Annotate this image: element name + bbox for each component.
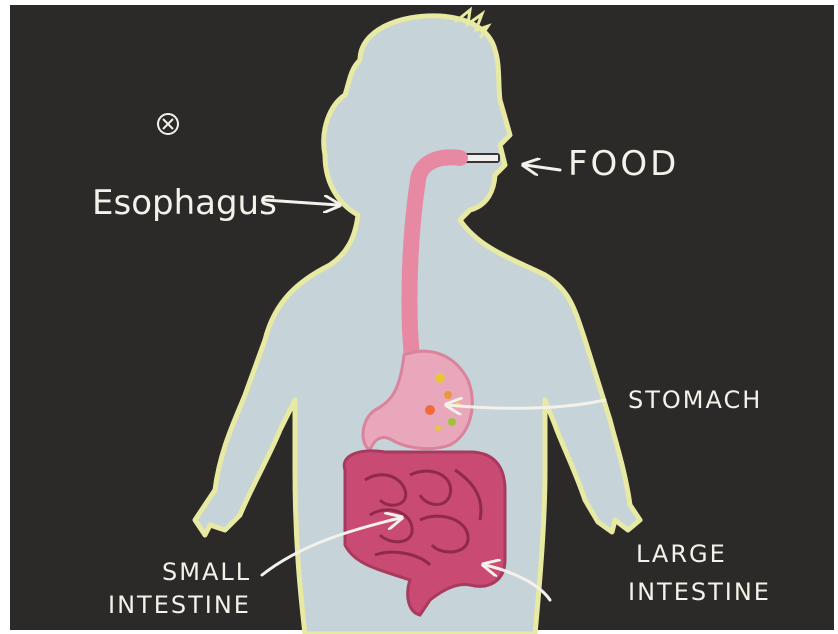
label-small-intestine-line1: SMALL (162, 558, 251, 586)
label-stomach: STOMACH (628, 386, 762, 414)
label-esophagus: Esophagus (92, 183, 277, 223)
label-food: FOOD (568, 144, 679, 184)
label-large-intestine-line2: INTESTINE (628, 578, 771, 606)
label-small-intestine-line2: INTESTINE (108, 591, 251, 619)
label-large-intestine-line1: LARGE (636, 540, 727, 568)
